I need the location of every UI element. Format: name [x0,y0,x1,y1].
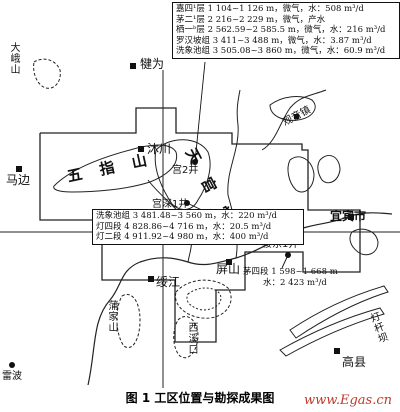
city-marker-suijiang [148,276,154,282]
xixichang-fold [173,316,199,359]
results-box-loudong1: 茅四段 1 598~1 668 m 水：2 423 m³/d [240,266,364,289]
result-line: 嘉四¹层 1 104~1 126 m，微气，水：508 m³/d [176,4,364,14]
label-yibin: 宜宾市 [330,209,367,223]
label-pingshan: 屏山 [216,262,241,276]
pujiashan-fold [116,294,141,348]
study-area-boundary [39,107,361,343]
label-leibo: 雷波 [2,371,22,382]
suijiang-closure-outer [175,279,232,319]
denggan-fold-2 [279,307,385,357]
result-line: 灯四段 4 828.86~4 716 m，水：20.5 m³/d [96,221,272,232]
watermark-text: www.Egas.cn [304,393,392,408]
east-fold-1 [287,156,315,193]
label-xixichang: 西溪口 [186,322,197,355]
result-line: 洗象池组 3 505.08~3 860 m，微气，水：60.9 m³/d [176,46,386,57]
river-branch-east [261,89,327,151]
dae-structure [33,58,61,89]
result-line: 茅四段 1 598~1 668 m [243,267,338,277]
label-suijiang: 绥江 [156,275,181,289]
result-line: 水：2 423 m³/d [263,277,327,288]
tiangongtang-structure [154,139,211,210]
label-well-gongshen1: 宫深1井 [152,199,189,210]
guanyin-structure [269,96,316,121]
label-dae: 大峨山 [8,42,19,75]
town-marker-guanyin [294,114,299,119]
river [87,212,393,386]
result-line: 洗象池组 3 481.48~3 560 m，水：220 m³/d [96,211,277,221]
city-marker-gaoxian [334,348,340,354]
leader-line-top [194,61,206,163]
city-marker-muchuan [138,146,144,152]
results-box-gongshen1: 洗象池组 3 481.48~3 560 m，水：220 m³/d 灯四段 4 8… [92,209,304,245]
denggan-fold-1 [289,285,389,339]
result-line: 茅二¹层 2 216~2 229 m，微气，产水 [176,14,326,25]
label-pujiashan: 蒲家山 [106,300,117,333]
figure-caption: 图 1 工区位置与勘探成果图 [125,391,275,405]
yibin-fold [349,228,379,256]
city-marker-yibin [348,214,354,220]
label-gaoxian: 高县 [342,355,367,369]
result-line: 灯二段 4 911.92~4 980 m，水：400 m³/d [96,232,269,243]
results-box-gong2: 嘉四¹层 1 104~1 126 m，微气，水：508 m³/d 茅二¹层 2 … [172,2,400,59]
city-marker-pingshan [226,259,232,265]
east-fold-2 [317,155,341,184]
suijiang-closure-inner [186,287,222,311]
label-mabian: 马边 [6,173,31,187]
city-marker-mabian [16,166,22,172]
town-marker-leibo [9,362,15,368]
label-well-gong2: 宫2井 [172,165,199,176]
label-muchuan: 沐川 [147,142,172,156]
label-jianwei: 犍为 [140,57,165,71]
result-line: 栖一ᵇ层 2 562.59~2 585.5 m，微气，水：216 m³/d [176,25,386,36]
leader-line-bottom [281,254,289,269]
city-marker-jianwei [130,63,136,69]
wuzhishan-fold [53,144,178,193]
result-line: 罗汉坡组 3 411~3 488 m，微气，水：3.87 m³/d [176,35,372,46]
